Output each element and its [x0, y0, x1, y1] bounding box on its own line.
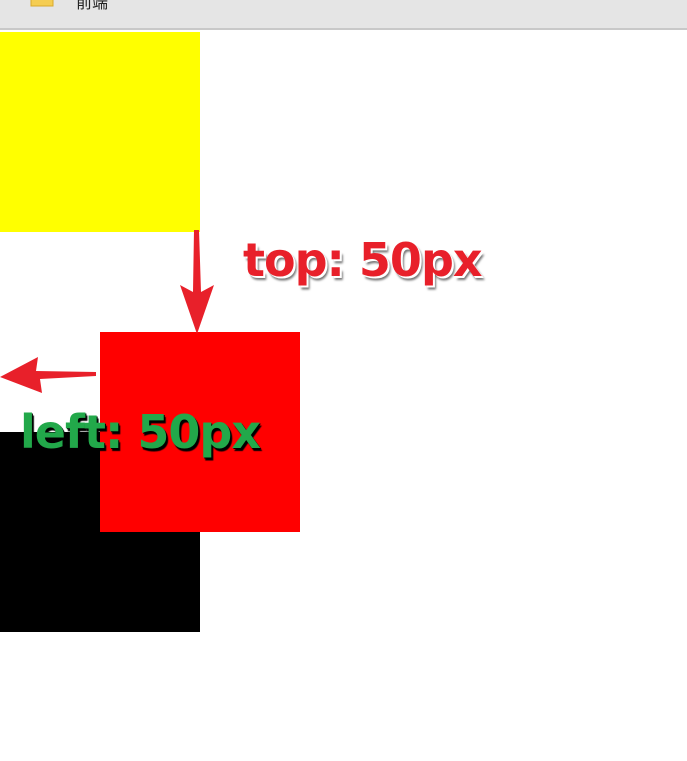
left-arrow-icon	[0, 357, 96, 393]
bookmark-folder-frontend[interactable]: 前端	[30, 0, 109, 12]
bookmarks-bar: 前端	[0, 0, 687, 30]
top-offset-label: top: 50px	[243, 233, 483, 287]
down-arrow-icon	[180, 230, 214, 334]
red-box	[100, 332, 300, 532]
bookmark-folder-label: 前端	[76, 0, 109, 12]
yellow-box	[0, 32, 200, 232]
left-offset-label: left: 50px	[20, 405, 261, 459]
folder-icon	[30, 0, 54, 7]
